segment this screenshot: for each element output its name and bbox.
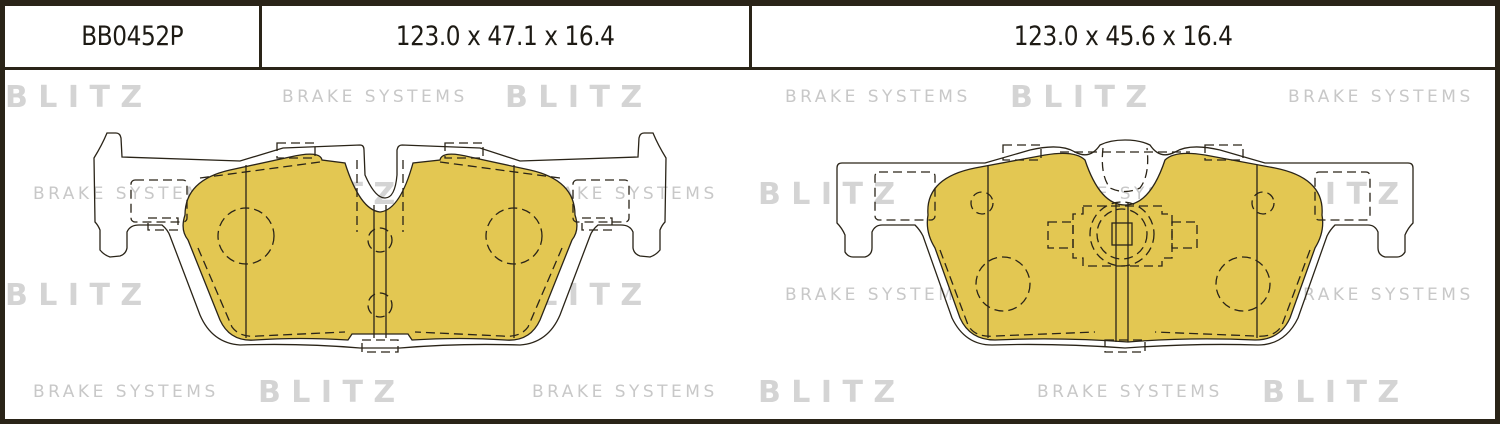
watermark-brand: B L I T Z xyxy=(758,375,895,410)
watermark-tagline: BRAKE SYSTEMS xyxy=(1037,382,1223,402)
watermark-tagline: BRAKE SYSTEMS xyxy=(1288,87,1474,107)
watermark-tagline: BRAKE SYSTEMS xyxy=(785,285,971,305)
left-friction-material xyxy=(182,153,578,341)
watermark-tagline: BRAKE SYSTEMS xyxy=(785,87,971,107)
watermark-brand: B L I T Z xyxy=(5,80,142,115)
right-backing-plate xyxy=(836,139,1414,349)
watermark-tagline: BRAKE SYSTEMS xyxy=(33,184,219,204)
watermark-tagline: BRAKE SYSTEMS xyxy=(532,184,718,204)
watermark-brand: B L I T Z xyxy=(5,278,142,313)
watermark-tagline: BRAKE SYSTEMS xyxy=(1288,285,1474,305)
watermark-brand: B L I T Z xyxy=(258,375,395,410)
watermark-tagline: BRAKE SYSTEMS xyxy=(282,87,468,107)
dimensions-left-cell: 123.0 x 47.1 x 16.4 xyxy=(262,6,752,67)
left-brake-pad xyxy=(93,132,667,353)
watermark-tagline: BRAKE SYSTEMS xyxy=(33,382,219,402)
part-number-cell: BB0452P xyxy=(5,6,262,67)
watermark-brand: B L I T Z xyxy=(505,80,642,115)
dimensions-right-cell: 123.0 x 45.6 x 16.4 xyxy=(752,6,1495,67)
watermark-tagline: BRAKE SYSTEMS xyxy=(532,382,718,402)
right-friction-material xyxy=(926,152,1324,343)
watermark-brand: B L I T Z xyxy=(758,177,895,212)
watermark-brand: B L I T Z xyxy=(1010,80,1147,115)
left-backing-plate xyxy=(93,132,667,349)
watermark-brand: B L I T Z xyxy=(1262,375,1399,410)
dimensions-right: 123.0 x 45.6 x 16.4 xyxy=(1014,21,1233,52)
part-number: BB0452P xyxy=(81,21,183,52)
dimensions-left: 123.0 x 47.1 x 16.4 xyxy=(396,21,615,52)
right-brake-pad xyxy=(836,139,1414,353)
spec-header: BB0452P 123.0 x 47.1 x 16.4 123.0 x 45.6… xyxy=(5,6,1495,70)
